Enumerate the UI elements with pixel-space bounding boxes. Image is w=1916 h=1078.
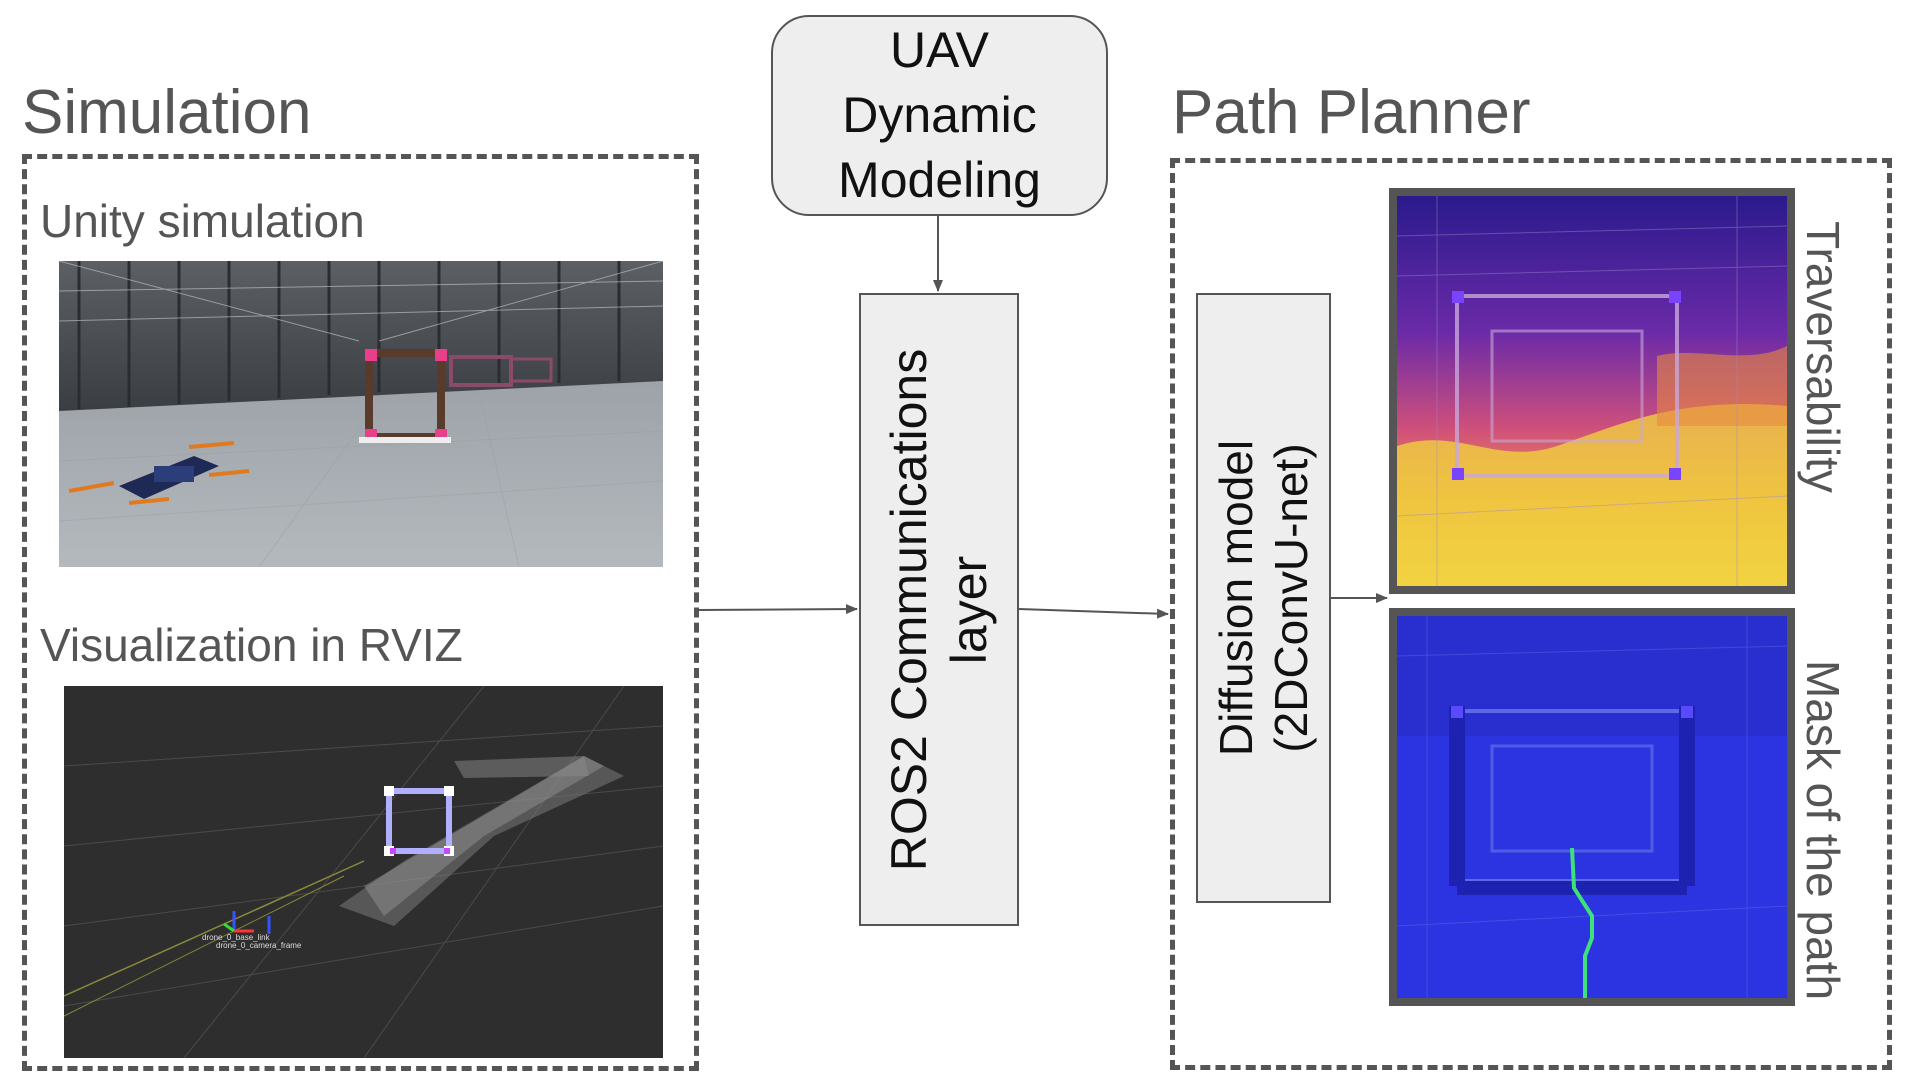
unity-simulation-image bbox=[59, 261, 663, 567]
uav-line-3: Modeling bbox=[838, 152, 1041, 208]
rviz-frame-label-base: drone_0_base_link bbox=[202, 933, 271, 942]
unity-simulation-label: Unity simulation bbox=[40, 195, 365, 247]
traversability-map bbox=[1389, 188, 1795, 594]
path-planner-container bbox=[1170, 158, 1892, 1070]
rviz-visualization-image: drone_0_base_link drone_0_camera_frame bbox=[64, 686, 663, 1058]
path-planner-title: Path Planner bbox=[1172, 78, 1531, 147]
ros2-to-planner-arrow bbox=[1018, 608, 1169, 619]
simulation-title: Simulation bbox=[22, 78, 312, 147]
simulation-to-ros2-arrow bbox=[698, 604, 858, 615]
diffusion-model-box: Diffusion model (2DConvU-net) bbox=[1196, 293, 1331, 903]
path-mask-map bbox=[1389, 608, 1795, 1006]
rviz-label: Visualization in RVIZ bbox=[40, 619, 463, 671]
rviz-frame-label-camera: drone_0_camera_frame bbox=[216, 941, 302, 950]
uav-line-1: UAV bbox=[889, 22, 990, 78]
uav-dynamic-modeling-box: UAV Dynamic Modeling bbox=[771, 15, 1108, 216]
simulation-container bbox=[22, 154, 699, 1071]
uav-line-2: Dynamic bbox=[842, 87, 1037, 143]
ros2-communications-box: ROS2 Communications layer bbox=[859, 293, 1019, 926]
